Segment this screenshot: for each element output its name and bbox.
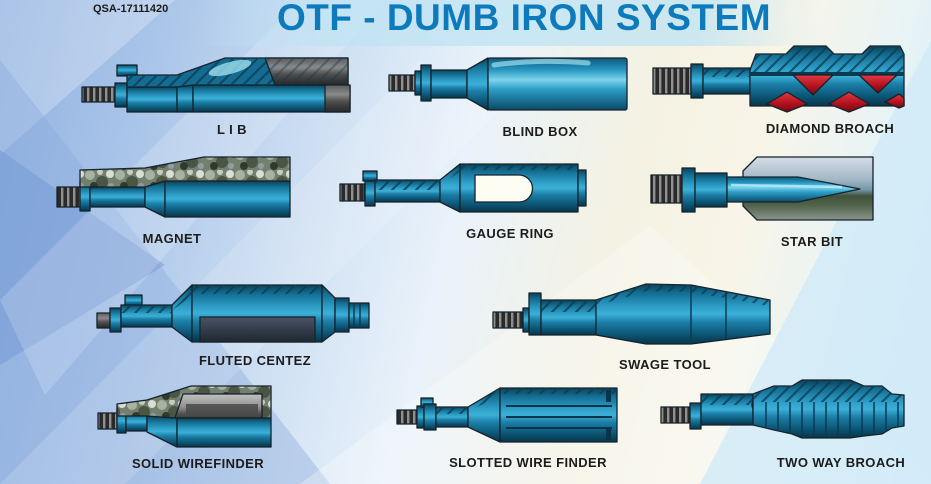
lib-illustration: [81, 57, 351, 113]
tool-label-solid-wirefinder: SOLID WIREFINDER: [131, 456, 265, 471]
tool-label-two-way-broach: TWO WAY BROACH: [776, 455, 906, 470]
tool-label-star-bit: STAR BIT: [780, 234, 844, 249]
magnet-illustration: [56, 156, 291, 218]
tool-label-blind-box: BLIND BOX: [502, 124, 578, 139]
solid-wirefinder-illustration: [97, 385, 272, 448]
tool-star-bit: [646, 152, 878, 224]
fluted-centez-illustration: [96, 284, 370, 343]
two-way-broach-illustration: [660, 379, 905, 439]
tool-label-diamond-broach: DIAMOND BROACH: [765, 121, 895, 136]
tool-two-way-broach: [654, 378, 908, 440]
tool-magnet: [54, 150, 294, 220]
tool-fluted-centez: [96, 280, 372, 346]
tool-label-magnet: MAGNET: [142, 231, 202, 246]
tool-lib: [80, 56, 352, 116]
tool-label-fluted-centez: FLUTED CENTEZ: [198, 353, 312, 368]
diamond-broach-illustration: [652, 45, 905, 113]
tool-label-gauge-ring: GAUGE RING: [466, 226, 554, 241]
tool-label-lib: L I B: [217, 122, 247, 137]
tool-label-slotted-wire-finder: SLOTTED WIRE FINDER: [449, 455, 607, 470]
tool-label-swage-tool: SWAGE TOOL: [619, 357, 711, 372]
slotted-wire-finder-illustration: [396, 387, 618, 443]
star-bit-illustration: [650, 156, 874, 221]
tool-diamond-broach: [652, 42, 906, 114]
doc-code: QSA-17111420: [93, 3, 169, 15]
blind-box-illustration: [388, 57, 628, 111]
tool-solid-wirefinder: [96, 380, 274, 450]
tool-gauge-ring: [332, 154, 592, 218]
gauge-ring-illustration: [339, 163, 587, 213]
tool-slotted-wire-finder: [394, 384, 628, 446]
swage-tool-illustration: [492, 283, 771, 345]
tool-swage-tool: [486, 282, 778, 346]
tool-blind-box: [388, 56, 640, 112]
page-title: OTF - DUMB IRON SYSTEM: [276, 0, 772, 38]
